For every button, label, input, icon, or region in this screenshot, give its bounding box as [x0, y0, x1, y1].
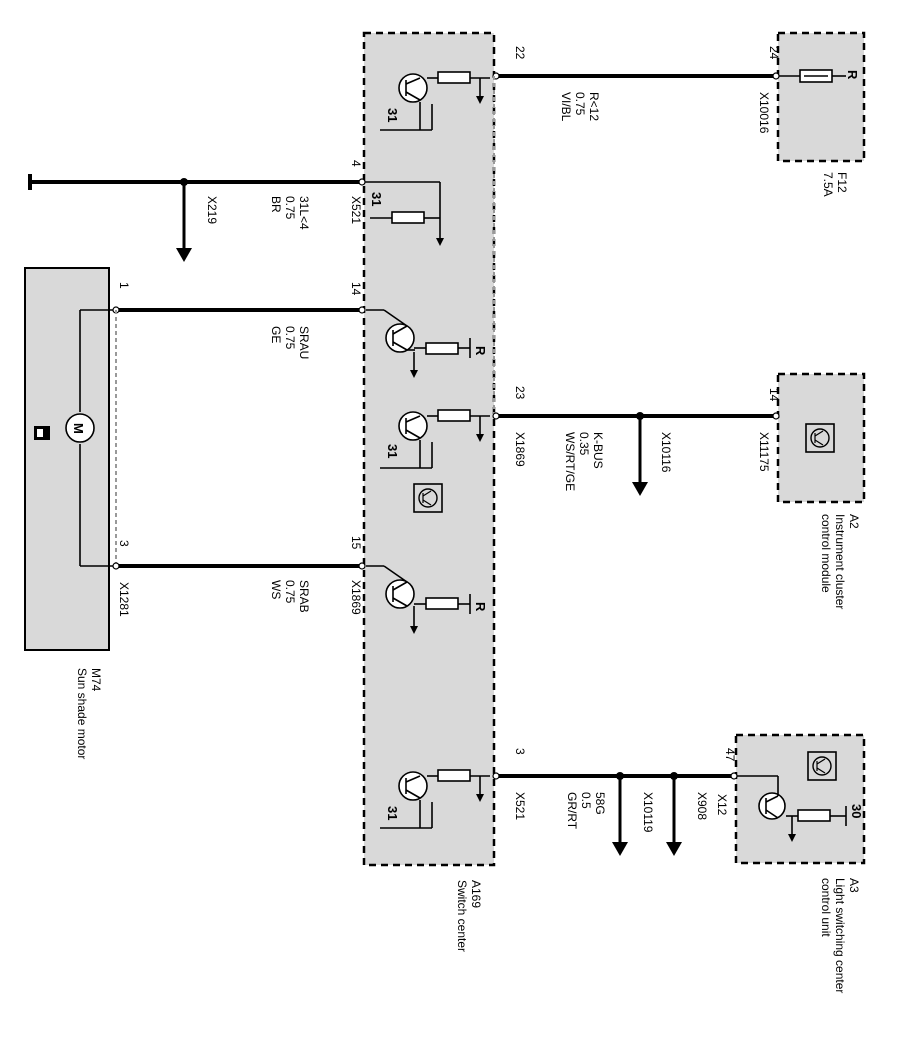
wire-srau-l1: SRAU: [297, 326, 311, 359]
pin-3-dot: [492, 772, 500, 780]
wire-31l4-l1: 31L<4: [297, 196, 311, 230]
wire-srab-l2: 0.75: [283, 580, 297, 604]
motor-indicator-inner: [37, 429, 43, 437]
f12-id: F12: [835, 172, 849, 193]
wire-srab-l3: WS: [269, 580, 283, 599]
a3-internal-30: 30: [849, 804, 864, 818]
switch-ground-31-b: 31: [369, 192, 384, 206]
wire-kbus-l3: WS/RT/GE: [563, 432, 577, 491]
f12-box: [776, 31, 866, 163]
a3-connector: X12: [715, 794, 729, 816]
splice-x10116-label: X10116: [659, 432, 673, 473]
switch-r-label-b: R: [473, 602, 488, 612]
m74-box: [24, 267, 110, 651]
wire-kbus-l2: 0.35: [577, 432, 591, 456]
pin-15-connector: X1869: [349, 580, 363, 615]
wire-kbus-l1: K-BUS: [591, 432, 605, 469]
a2-box: [776, 372, 866, 504]
splice-x219-label: X219: [205, 196, 219, 224]
pin-3-label: 3: [513, 748, 527, 755]
wire-58g-l3: GR/RT: [565, 792, 579, 830]
pin-22-label: 22: [513, 46, 527, 60]
switch-module-icon: [413, 483, 443, 513]
a2-pin-dot: [772, 412, 780, 420]
splice-x908-label: X908: [695, 792, 709, 820]
f12-connector: X10016: [757, 92, 771, 134]
m74-pin3-dot: [112, 562, 120, 570]
a3-box: [734, 733, 866, 865]
a3-pin: 47: [723, 748, 737, 762]
pin-4-dot: [358, 178, 366, 186]
splice-x908-arrow: [666, 842, 682, 856]
a2-module-icon: [805, 423, 835, 453]
motor-icon: M: [65, 309, 116, 567]
f12-pin: 24: [767, 46, 781, 60]
m74-name: Sun shade motor: [75, 668, 89, 759]
a3-name-line2: control unit: [819, 878, 833, 937]
a2-pin: 14: [767, 388, 781, 402]
pin-23-label: 23: [513, 386, 527, 400]
pin-23-connector: X1869: [513, 432, 527, 467]
pin-4-label: 4: [349, 160, 363, 167]
pin-15-dot: [358, 562, 366, 570]
a169-name: Switch center: [455, 880, 469, 952]
pin-14-label: 14: [349, 282, 363, 296]
switch-transistor-3: 31: [380, 769, 490, 829]
wire-srab-l1: SRAB: [297, 580, 311, 613]
a3-transistor: [736, 775, 847, 842]
pin-3-connector: X521: [513, 792, 527, 820]
splice-x10119-arrow: [612, 842, 628, 856]
wire-58g-l1: 58G: [593, 792, 607, 815]
f12-rating: 7.5A: [821, 172, 835, 197]
a2-name-line2: control module: [819, 514, 833, 593]
switch-transistor-15: R: [366, 565, 488, 634]
pin-24-dot: [772, 72, 780, 80]
fuse-icon: [778, 69, 846, 83]
switch-transistor-23: 31: [380, 409, 490, 469]
switch-transistor-22: 31: [380, 71, 490, 131]
a169-id: A169: [469, 880, 483, 908]
a3-id: A3: [847, 878, 861, 893]
wire-58g-l2: 0.5: [579, 792, 593, 809]
switch-ground-31-a: 31: [385, 108, 400, 122]
wire-r12-l2: 0.75: [573, 92, 587, 116]
switch-ground-31-c: 31: [385, 444, 400, 458]
a3-module-icon: [807, 751, 837, 781]
pin-15-label: 15: [349, 536, 363, 550]
pin-14-dot: [358, 306, 366, 314]
pin-4-connector: X521: [349, 196, 363, 224]
switch-ground-resistor-4: 31: [364, 181, 444, 246]
a3-name-line1: Light switching center: [833, 878, 847, 993]
switch-ground-31-d: 31: [385, 806, 400, 820]
wire-srau-l3: GE: [269, 326, 283, 343]
splice-x10116-arrow: [632, 482, 648, 496]
a2-id: A2: [847, 514, 861, 529]
a3-pin-dot: [730, 772, 738, 780]
wire-srau-l2: 0.75: [283, 326, 297, 350]
m74-connector: X1281: [117, 582, 131, 617]
wire-31l4-l3: BR: [269, 196, 283, 213]
splice-x219-arrow: [176, 248, 192, 262]
a2-connector: X11175: [757, 432, 771, 472]
motor-symbol: M: [71, 423, 86, 434]
m74-pin3: 3: [117, 540, 131, 547]
splice-x10119-label: X10119: [641, 792, 655, 833]
wire-31l4-l2: 0.75: [283, 196, 297, 220]
switch-center-box: [362, 31, 496, 867]
f12-pin-letter: R: [845, 70, 860, 80]
m74-pin1: 1: [117, 282, 131, 289]
switch-transistor-14: R: [366, 309, 488, 378]
switch-r-label-a: R: [473, 346, 488, 356]
m74-id: M74: [89, 668, 103, 692]
wire-r12-l3: VI/BL: [559, 92, 573, 122]
pin-23-dot: [492, 412, 500, 420]
wire-r12-l1: R<12: [587, 92, 601, 121]
a2-name-line1: Instrument cluster: [833, 514, 847, 609]
